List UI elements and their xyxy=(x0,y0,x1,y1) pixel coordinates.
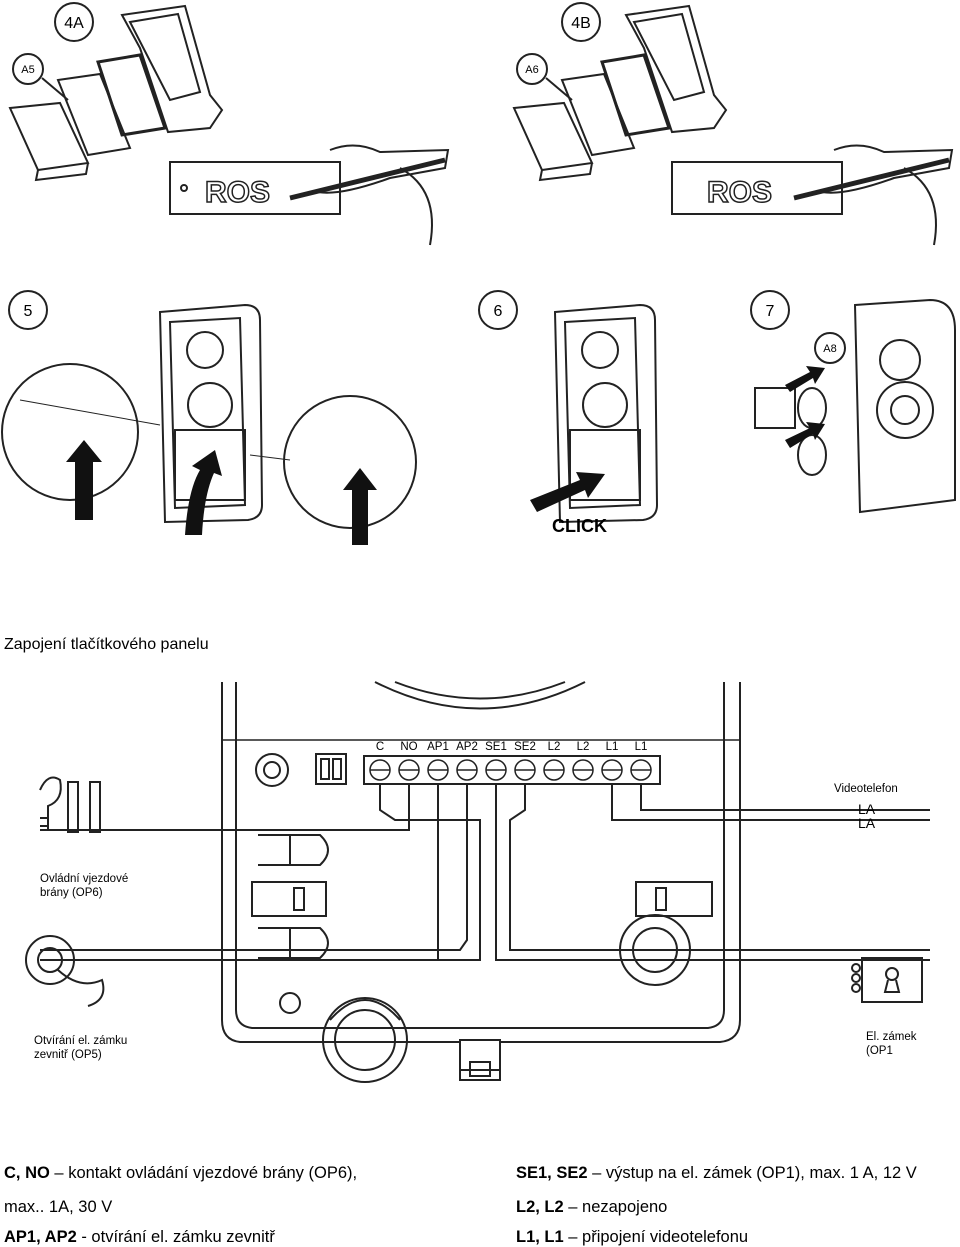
legend-right-3: L1, L1 – připojení videotelefonu xyxy=(516,1229,748,1246)
ros-label-4a: ROS xyxy=(205,176,270,209)
legend-left-3: AP1, AP2 - otvírání el. zámku zevnitř xyxy=(4,1229,275,1246)
legend-key: L2, L2 xyxy=(516,1198,564,1216)
la-label-1: LA xyxy=(858,801,876,817)
legend-right-1: SE1, SE2 – výstup na el. zámek (OP1), ma… xyxy=(516,1165,917,1182)
step-7-circle xyxy=(750,290,790,330)
callout-a5-circle xyxy=(12,53,44,85)
gate-control-label-2: brány (OP6) xyxy=(40,887,103,899)
legend-text: max.. 1A, 30 V xyxy=(4,1198,113,1216)
step-6-circle xyxy=(478,290,518,330)
videophone-label: Videotelefon xyxy=(834,783,898,795)
terminal-label: AP2 xyxy=(456,741,478,753)
terminal-label: C xyxy=(376,741,384,753)
terminal-label: NO xyxy=(400,741,417,753)
terminal-label: AP1 xyxy=(427,741,449,753)
section-caption: Zapojení tlačítkového panelu xyxy=(4,636,209,653)
callout-a5-label: A5 xyxy=(21,64,34,76)
legend-text: – kontakt ovládání vjezdové brány (OP6), xyxy=(49,1164,358,1182)
el-lock-label-1: El. zámek xyxy=(866,1031,917,1043)
callout-a8-label: A8 xyxy=(823,343,836,355)
step-7-label: 7 xyxy=(766,303,775,320)
step-4a-circle xyxy=(54,2,94,42)
installation-steps-illustration: 4A 4B 5 6 7 A5 A6 A8 ROS ROS CLICK xyxy=(1,2,956,545)
legend-text: – výstup na el. zámek (OP1), max. 1 A, 1… xyxy=(587,1164,917,1182)
callout-a6-label: A6 xyxy=(525,64,538,76)
legend-key: AP1, AP2 xyxy=(4,1228,77,1246)
terminal-label: SE2 xyxy=(514,741,536,753)
legend-key: SE1, SE2 xyxy=(516,1164,588,1182)
legend-key: C, NO xyxy=(4,1164,50,1182)
legend-text: - otvírání el. zámku zevnitř xyxy=(76,1228,275,1246)
step-4b-label: 4B xyxy=(571,15,591,32)
terminal-label: L1 xyxy=(606,741,619,753)
wiring-diagram: C NO AP1 AP2 SE1 SE2 L2 L2 L1 L1 Videote… xyxy=(25,681,930,1083)
terminal-label: L1 xyxy=(635,741,648,753)
step-6-label: 6 xyxy=(494,303,503,320)
step-4a-label: 4A xyxy=(64,15,84,32)
legend-text: – připojení videotelefonu xyxy=(563,1228,749,1246)
legend-left-1: C, NO – kontakt ovládání vjezdové brány … xyxy=(4,1165,357,1182)
step-5-label: 5 xyxy=(24,303,33,320)
terminal-screws xyxy=(369,759,652,781)
terminal-label: L2 xyxy=(548,741,561,753)
inside-unlock-label-2: zevnitř (OP5) xyxy=(34,1049,102,1061)
legend-key: L1, L1 xyxy=(516,1228,564,1246)
terminal-label: SE1 xyxy=(485,741,507,753)
el-lock-label-2: (OP1 xyxy=(866,1045,893,1057)
step-4b-circle xyxy=(561,2,601,42)
legend-text: – nezapojeno xyxy=(563,1198,668,1216)
ros-label-4b: ROS xyxy=(707,176,772,209)
legend-right-2: L2, L2 – nezapojeno xyxy=(516,1199,667,1216)
step-5-circle xyxy=(8,290,48,330)
gate-control-label-1: Ovládní vjezdové xyxy=(40,873,128,885)
callout-a8-circle xyxy=(814,332,846,364)
la-label-2: LA xyxy=(858,815,876,831)
terminal-label: L2 xyxy=(577,741,590,753)
click-label: CLICK xyxy=(552,516,607,536)
legend-left-2: max.. 1A, 30 V xyxy=(4,1199,112,1216)
inside-unlock-label-1: Otvírání el. zámku xyxy=(34,1035,127,1047)
callout-a6-circle xyxy=(516,53,548,85)
